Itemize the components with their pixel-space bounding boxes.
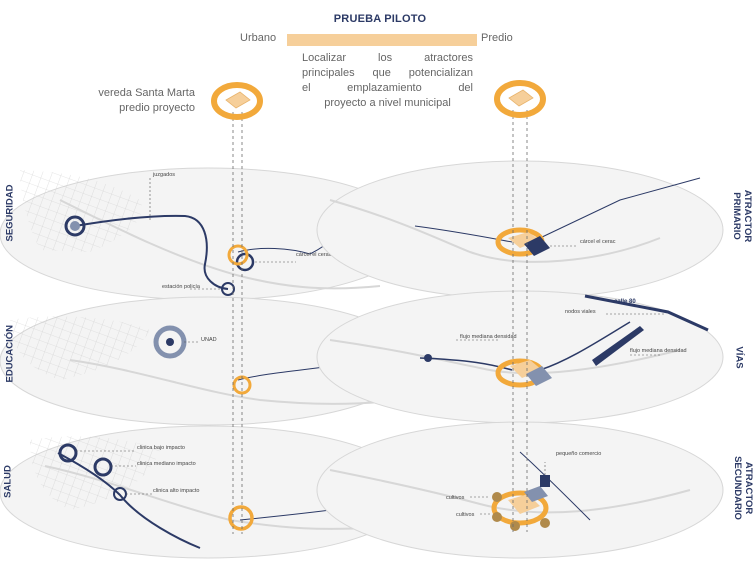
layer-label-educacion: EDUCACIÓN — [4, 324, 16, 383]
note-clinica-bajo: clinica bajo impacto — [137, 445, 185, 451]
note-estacion: estación policía — [162, 284, 201, 290]
scale-left-label: Urbano — [240, 32, 277, 44]
projection-lines — [232, 110, 528, 534]
description-line: principales que potencializan — [302, 67, 473, 79]
note-unad: UNAD — [201, 337, 217, 343]
layer-label-atractor-primario: ATRACTOR PRIMARIO — [731, 186, 753, 246]
site-label: vereda Santa Marta predio proyecto — [85, 86, 195, 116]
map-disc-atractor-secundario: pequeño comercio cultivos cultivos — [316, 421, 724, 559]
description: Localizar los atractores principales que… — [302, 51, 473, 111]
map-disc-vias: calle 80 nodos viales flujo mediana dens… — [316, 290, 724, 424]
layer-label-line: PRIMARIO — [731, 192, 742, 240]
note-cultivos-2: cultivos — [456, 512, 475, 518]
note-carcel: cárcel el cerac — [296, 252, 332, 258]
layer-label-line: SECUNDARIO — [732, 456, 743, 520]
layer-label-seguridad: SEGURIDAD — [4, 184, 16, 242]
note-pequeno-comercio: pequeño comercio — [556, 451, 601, 457]
description-line: proyecto a nivel municipal — [324, 97, 451, 109]
note-carcel-primario: cárcel el cerac — [580, 239, 616, 245]
note-cultivos-1: cultivos — [446, 495, 465, 501]
site-label-line: vereda Santa Marta — [98, 87, 195, 99]
note-clinica-mediano: clinica mediano impacto — [137, 461, 196, 467]
site-label-line: predio proyecto — [119, 102, 195, 114]
note-flujo-2: flujo mediana densidad — [630, 348, 687, 354]
note-flujo-1: flujo mediana densidad — [460, 334, 517, 340]
layer-label-line: ATRACTOR — [742, 189, 753, 243]
map-disc-seguridad: juzgados cárcel el cerac estación policí… — [0, 167, 417, 301]
scale-bar — [287, 34, 477, 46]
page-title: PRUEBA PILOTO — [333, 13, 427, 25]
map-disc-educacion: UNAD — [0, 296, 417, 426]
note-juzgados: juzgados — [152, 172, 175, 178]
site-icon-left — [211, 82, 263, 120]
note-calle-80: calle 80 — [614, 299, 636, 305]
note-nodos-viales: nodos viales — [565, 309, 596, 315]
site-icon-right — [494, 80, 546, 118]
layer-label-vias: VÍAS — [733, 346, 745, 369]
layer-label-salud: SALUD — [2, 465, 14, 498]
map-disc-atractor-primario: cárcel el cerac — [316, 160, 724, 300]
scale-right-label: Predio — [481, 32, 513, 44]
note-clinica-alto: clinica alto impacto — [153, 488, 199, 494]
description-line: Localizar los atractores — [302, 52, 473, 64]
description-line: el emplazamiento del — [302, 82, 473, 94]
layer-label-atractor-secundario: ATRACTOR SECUNDARIO — [732, 452, 754, 524]
layer-label-line: ATRACTOR — [743, 461, 754, 515]
